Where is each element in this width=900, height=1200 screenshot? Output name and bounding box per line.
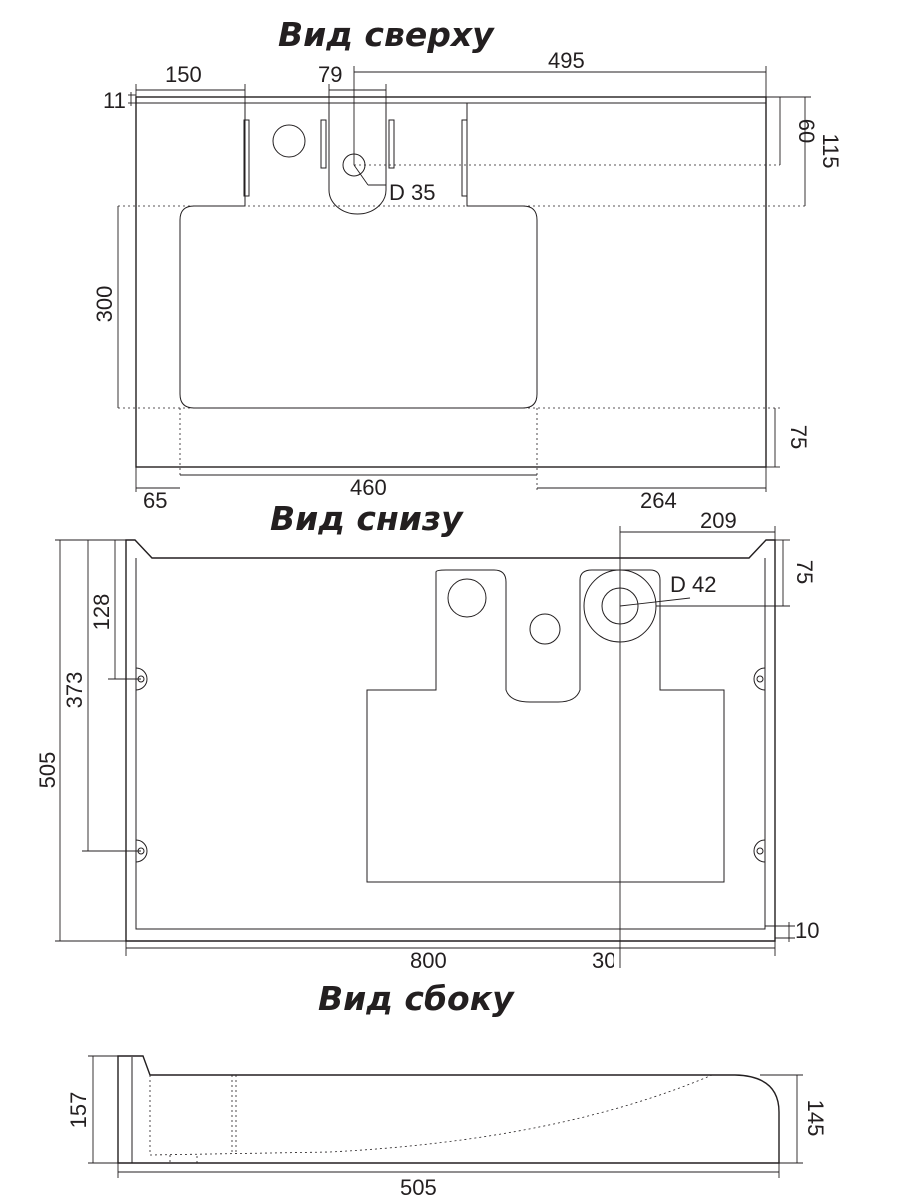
dim-label-65: 65 bbox=[143, 488, 167, 513]
dim-label-128: 128 bbox=[89, 594, 114, 631]
dim-label-75: 75 bbox=[786, 425, 811, 449]
bottom-basin-body bbox=[366, 569, 725, 883]
dim-label-10: 10 bbox=[795, 918, 819, 943]
side-view: Вид сбоку 157 145 505 bbox=[66, 979, 828, 1200]
bottom-hole-diameter: D 42 bbox=[670, 572, 716, 597]
dim-label-79: 79 bbox=[318, 62, 342, 87]
dim-label-157: 157 bbox=[66, 1092, 91, 1129]
top-view-outline bbox=[135, 96, 767, 468]
section-break bbox=[0, 969, 900, 975]
side-view-title: Вид сбоку bbox=[318, 979, 515, 1018]
top-overflow-hole bbox=[272, 124, 306, 158]
top-post-center-right bbox=[388, 119, 395, 169]
dim-label-495: 495 bbox=[548, 48, 585, 73]
mounting-hole-right-top bbox=[753, 667, 766, 691]
dim-label-150: 150 bbox=[165, 62, 202, 87]
bottom-overflow-hole bbox=[447, 578, 487, 618]
top-hole-diameter: D 35 bbox=[389, 180, 435, 205]
dim-label-300: 300 bbox=[92, 286, 117, 323]
dim-label-209: 209 bbox=[700, 508, 737, 533]
side-hidden-drain bbox=[169, 1155, 198, 1164]
bottom-inner-rim bbox=[135, 558, 766, 930]
top-hole-leader bbox=[353, 164, 369, 186]
bottom-view-title: Вид снизу bbox=[270, 499, 464, 538]
top-faucet-pad bbox=[328, 103, 387, 215]
top-post-left bbox=[243, 119, 250, 197]
bottom-hole-leader bbox=[619, 597, 691, 607]
dim-label-460: 460 bbox=[350, 475, 387, 500]
top-view: Вид сверху D 35 150 79 bbox=[92, 15, 843, 513]
dim-label-800: 800 bbox=[410, 948, 447, 973]
dim-label-505-side: 505 bbox=[400, 1175, 437, 1200]
bottom-small-hole bbox=[529, 613, 561, 645]
mounting-hole-right-bottom bbox=[753, 839, 766, 863]
top-view-title: Вид сверху bbox=[278, 15, 495, 54]
side-hidden-bowl bbox=[149, 1074, 713, 1156]
dim-label-30: 30 bbox=[592, 948, 616, 973]
dim-label-11: 11 bbox=[103, 88, 126, 113]
dim-label-145: 145 bbox=[803, 1100, 828, 1137]
bottom-view: Вид снизу D 42 209 bbox=[0, 499, 900, 975]
top-post-center-left bbox=[320, 119, 327, 169]
dim-label-264: 264 bbox=[640, 488, 677, 513]
dim-label-75-bottom: 75 bbox=[792, 560, 817, 584]
dim-label-373: 373 bbox=[62, 672, 87, 709]
bottom-view-outline bbox=[125, 539, 776, 942]
side-view-outline bbox=[117, 1055, 780, 1164]
dim-label-60: 60 bbox=[794, 119, 819, 143]
dim-30-clip: 30 bbox=[592, 948, 616, 973]
dim-label-505: 505 bbox=[35, 752, 60, 789]
dim-label-115: 115 bbox=[818, 133, 843, 168]
